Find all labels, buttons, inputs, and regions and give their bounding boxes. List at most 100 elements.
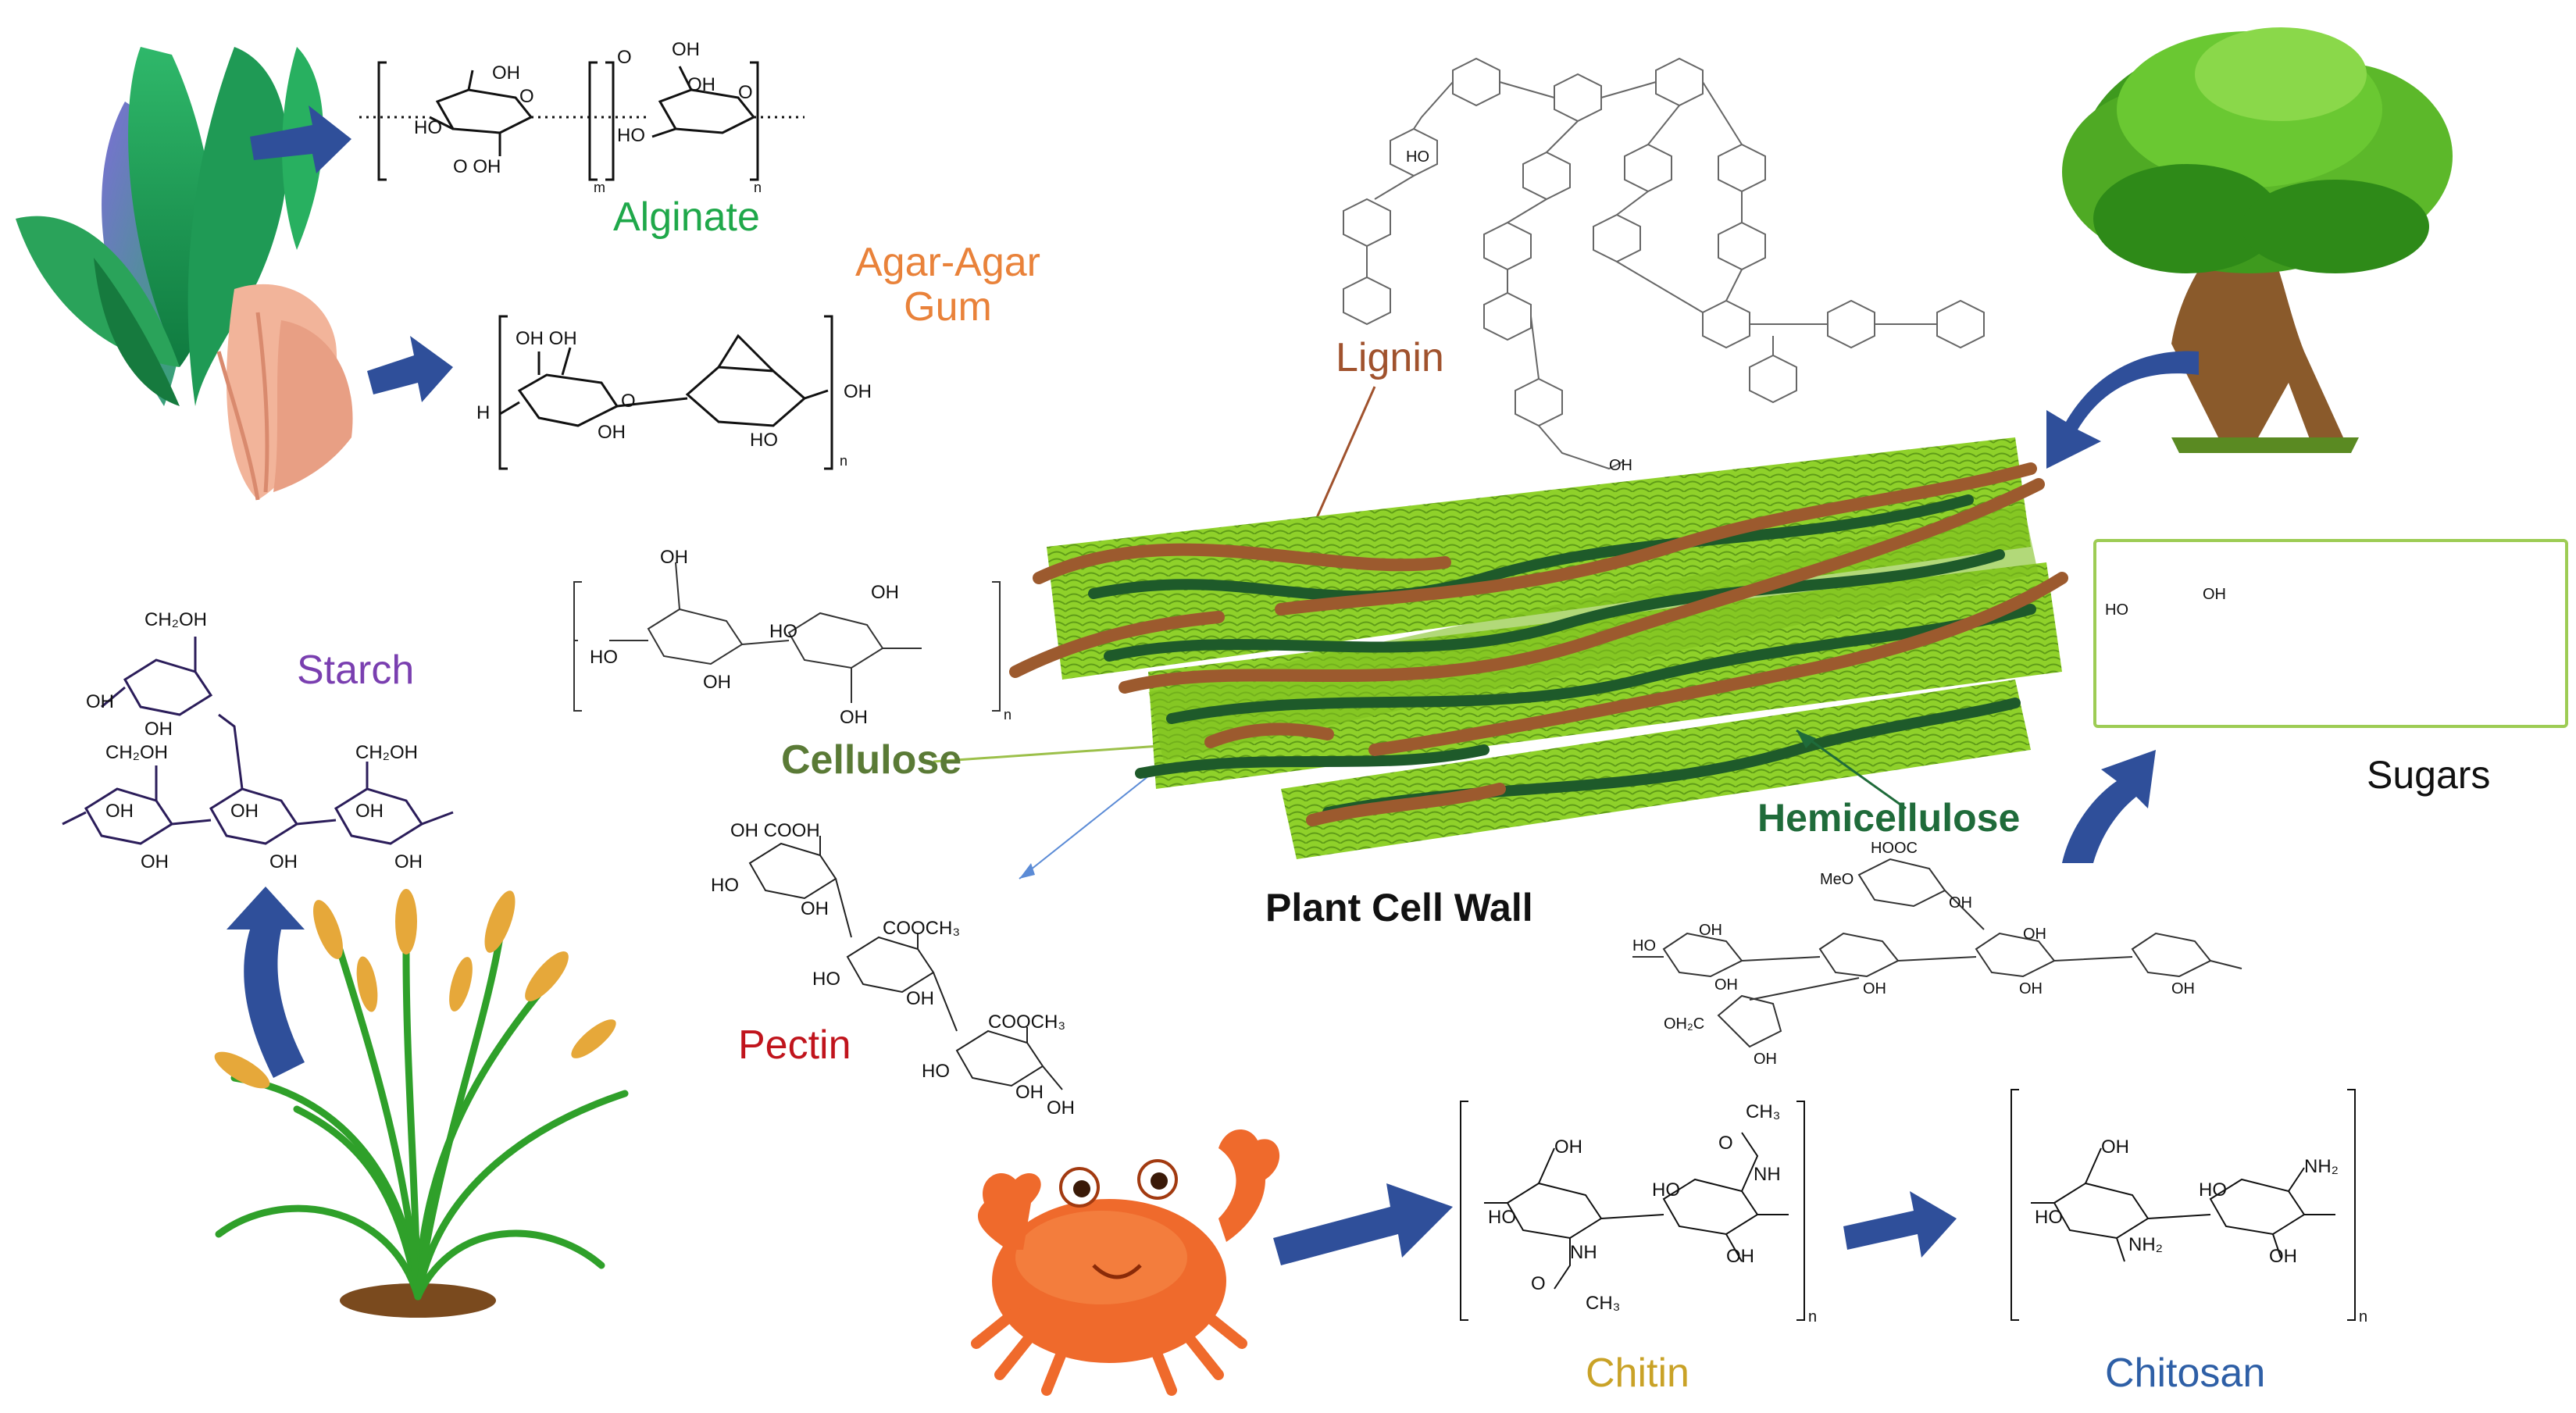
agar-atom-label: H: [476, 402, 491, 423]
arrow-crab-to-chitin: [1273, 1183, 1453, 1265]
alginate-structure: [359, 61, 805, 181]
alginate-atom-label: O OH: [453, 156, 501, 177]
chitosan-atom-label: OH: [2101, 1136, 2129, 1158]
pectin-atom-label: HO: [812, 969, 840, 990]
chitosan-atom-label: OH: [2269, 1246, 2297, 1267]
pectin-atom-label: HO: [711, 875, 739, 896]
chitosan-atom-label: HO: [2035, 1207, 2063, 1228]
alginate-atom-label: m: [594, 180, 605, 195]
starch-atom-label: OH: [86, 691, 114, 712]
arrow-rice-to-starch: [227, 887, 305, 1078]
pectin-atom-label: OH: [1047, 1097, 1075, 1119]
starch-atom-label: OH: [105, 801, 134, 822]
hemicellulose-atom-label: OH: [1754, 1051, 1777, 1068]
cellulose-atom-label: HO: [769, 621, 797, 642]
starch-atom-label: OH: [394, 851, 423, 872]
alginate-atom-label: OH: [672, 39, 700, 60]
pectin-structure: [748, 836, 1063, 1090]
lignin-label: Lignin: [1336, 335, 1444, 380]
chitosan-atom-label: NH₂: [2128, 1234, 2163, 1255]
seaweed-illustration: [16, 47, 353, 501]
alginate-atom-label: O: [519, 86, 534, 107]
cellulose-atom-label: OH: [660, 547, 688, 568]
sugar-atom-label: HO: [2105, 601, 2128, 619]
alginate-atom-label: n: [754, 180, 762, 195]
plant-cell-wall-fibers: [1009, 437, 2068, 859]
chitin-atom-label: CH₃: [1586, 1293, 1621, 1314]
arrow-tree-to-cellwall: [2046, 351, 2199, 469]
chitosan-atom-label: NH₂: [2304, 1156, 2339, 1177]
chitin-atom-label: HO: [1652, 1179, 1680, 1201]
starch-atom-label: CH₂OH: [355, 742, 418, 763]
pectin-label: Pectin: [738, 1022, 851, 1068]
chitosan-label: Chitosan: [2105, 1351, 2266, 1396]
agar-atom-label: HO: [750, 430, 778, 451]
agar-atom-label: n: [840, 453, 848, 469]
chitin-label: Chitin: [1586, 1351, 1689, 1396]
starch-atom-label: OH: [355, 801, 384, 822]
arrow-chitin-to-chitosan: [1843, 1191, 1957, 1258]
hemicellulose-atom-label: OH: [1949, 894, 1972, 912]
pectin-atom-label: COOCH₃: [883, 918, 961, 939]
cellulose-atom-label: OH: [871, 582, 899, 603]
hemicellulose-atom-label: OH: [2019, 980, 2043, 997]
alginate-atom-label: HO: [617, 125, 645, 146]
hemicellulose-atom-label: OH₂C: [1664, 1015, 1705, 1033]
pectin-atom-label: OH COOH: [730, 820, 820, 841]
sugar-atom-label: OH: [2203, 586, 2226, 603]
cellulose-label: Cellulose: [781, 737, 962, 783]
hemicellulose-atom-label: MeO: [1820, 871, 1854, 888]
hemicellulose-leader-arrowhead: [1796, 730, 1816, 748]
pectin-atom-label: OH: [906, 988, 934, 1009]
alginate-atom-label: OH: [492, 62, 520, 84]
starch-atom-label: OH: [141, 851, 169, 872]
chitin-atom-label: O: [1531, 1273, 1546, 1294]
lignin-structure: [1343, 57, 1985, 470]
agar-atom-label: O: [621, 391, 636, 412]
pectin-leader-arrowhead: [1019, 863, 1035, 879]
starch-atom-label: OH: [144, 719, 173, 740]
tree-illustration: [2062, 27, 2453, 453]
chitin-atom-label: CH₃: [1746, 1101, 1781, 1122]
agar-label: Agar-Agar Gum: [855, 240, 1040, 330]
alginate-label: Alginate: [613, 194, 760, 240]
lignin-atom-label: HO: [1406, 148, 1429, 166]
agar-structure: [498, 315, 833, 470]
starch-atom-label: OH: [269, 851, 298, 872]
alginate-atom-label: O: [617, 47, 632, 68]
cellulose-structure: [573, 562, 1001, 712]
hemicellulose-atom-label: OH: [1714, 976, 1738, 994]
chitin-atom-label: O: [1718, 1133, 1733, 1154]
starch-structure: [62, 637, 454, 845]
lignin-atom-label: OH: [1609, 457, 1632, 474]
pectin-leader-line: [1019, 757, 1172, 880]
chitin-atom-label: NH: [1570, 1242, 1597, 1263]
chitin-atom-label: OH: [1554, 1136, 1582, 1158]
alginate-atom-label: O: [738, 82, 753, 103]
starch-atom-label: CH₂OH: [105, 742, 168, 763]
arrow-hemicellulose-to-sugars: [2062, 750, 2156, 863]
chitin-atom-label: HO: [1488, 1207, 1516, 1228]
hemicellulose-atom-label: OH: [2023, 926, 2046, 943]
chitin-atom-label: n: [1808, 1308, 1818, 1326]
hemicellulose-leader-line: [1796, 729, 1907, 810]
starch-atom-label: OH: [230, 801, 259, 822]
agar-atom-label: OH: [844, 381, 872, 402]
agar-atom-label: OH: [598, 422, 626, 443]
cellulose-atom-label: HO: [590, 647, 618, 668]
chitin-atom-label: OH: [1726, 1246, 1754, 1267]
starch-label: Starch: [297, 648, 415, 693]
pectin-atom-label: HO: [922, 1061, 950, 1082]
cellulose-atom-label: OH: [840, 707, 868, 728]
pectin-atom-label: COOCH₃: [988, 1012, 1066, 1033]
hemicellulose-atom-label: OH: [1699, 922, 1722, 939]
arrow-seaweed-to-alginate: [250, 105, 351, 173]
chitosan-atom-label: n: [2359, 1308, 2368, 1326]
hemicellulose-atom-label: HOOC: [1871, 840, 1918, 857]
cellulose-atom-label: n: [1004, 707, 1012, 723]
rice-plant-illustration: [214, 889, 629, 1318]
arrow-seaweed-to-agar: [367, 336, 453, 402]
plant-cell-wall-label: Plant Cell Wall: [1265, 886, 1533, 930]
hemicellulose-atom-label: HO: [1632, 937, 1656, 954]
